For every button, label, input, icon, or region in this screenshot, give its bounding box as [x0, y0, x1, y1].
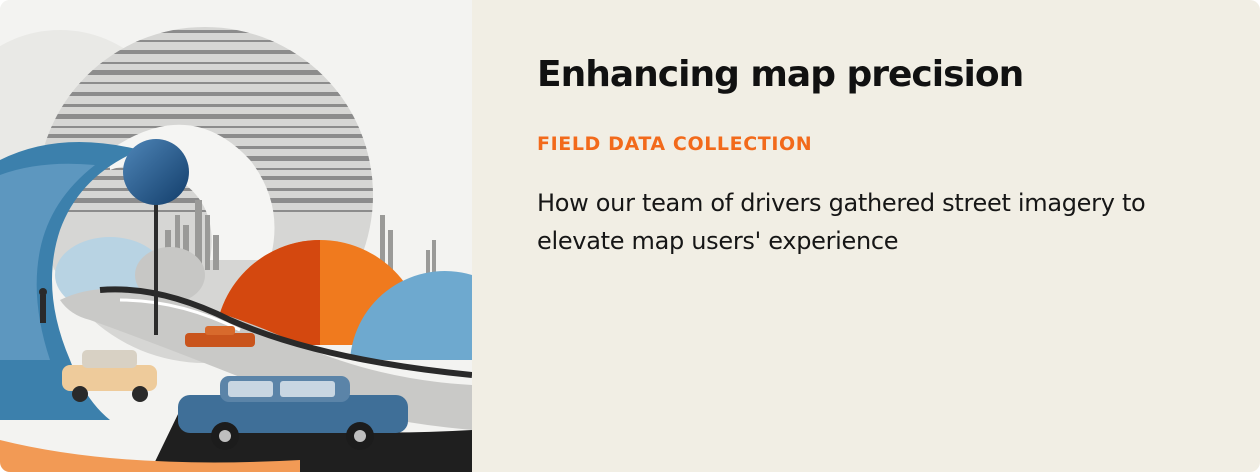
- card-description: How our team of drivers gathered street …: [537, 189, 1146, 255]
- collage-illustration: [0, 0, 472, 472]
- category-label: FIELD DATA COLLECTION: [537, 133, 813, 155]
- hero-image: [0, 0, 472, 472]
- card-title[interactable]: Enhancing map precision: [537, 54, 1024, 95]
- card-content: Enhancing map precision FIELD DATA COLLE…: [472, 0, 1260, 472]
